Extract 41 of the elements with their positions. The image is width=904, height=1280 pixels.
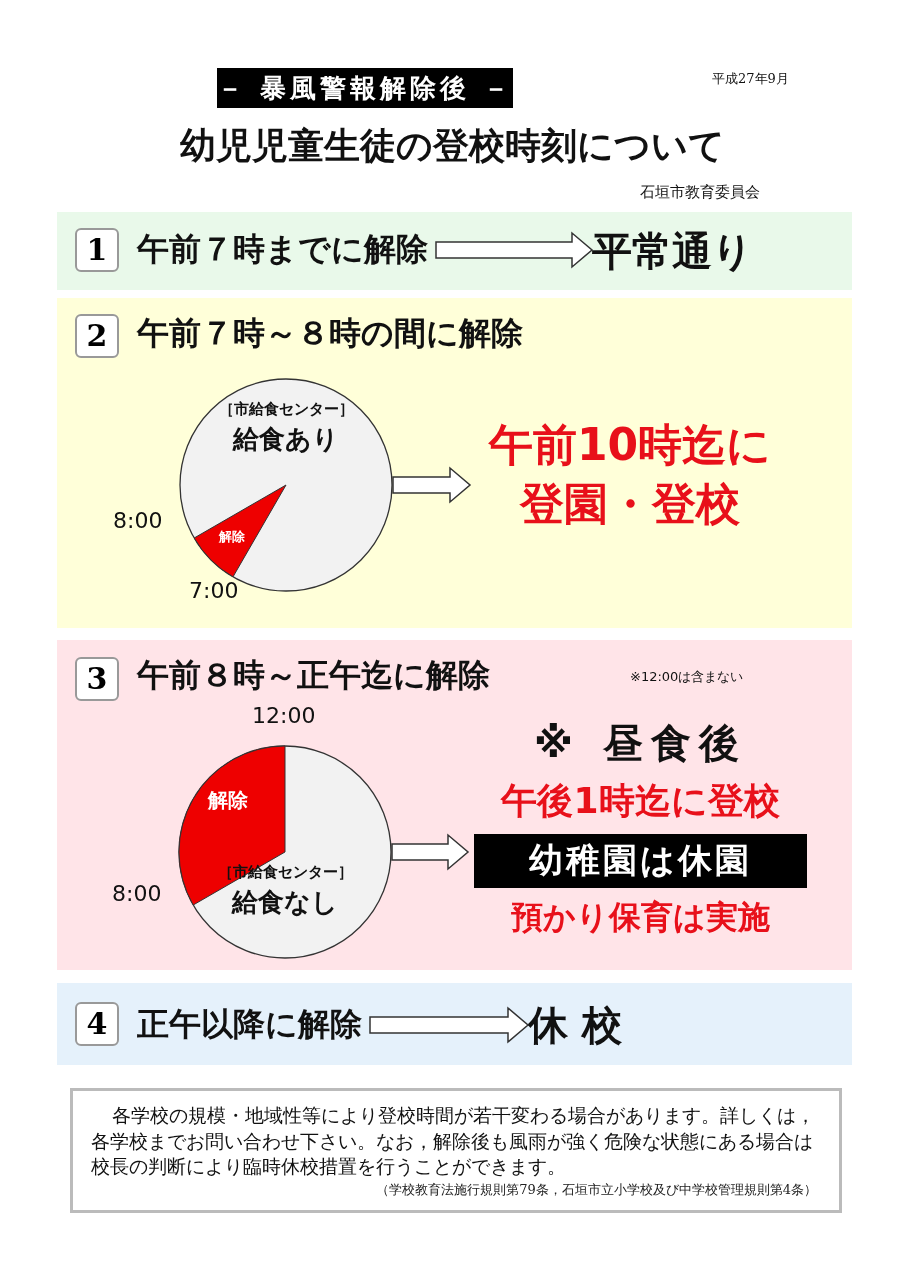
- arrow: [391, 833, 470, 871]
- date-text: 平成27年9月: [712, 70, 789, 88]
- outcome-text: 平常通り: [592, 224, 753, 279]
- footnote-text: ※12:00は含まない: [630, 668, 744, 686]
- outcome-text: 午後1時迄に登校: [499, 779, 781, 823]
- time-label: 8:00: [113, 508, 163, 533]
- note-box: [70, 1088, 842, 1213]
- time-label: 8:00: [112, 881, 162, 906]
- pie-label: 給食あり: [231, 423, 340, 456]
- number-badge: 4: [75, 1002, 119, 1046]
- note-heading: ※ 昼食後: [533, 719, 748, 768]
- outcome-text: 休 校: [528, 998, 622, 1053]
- arrow: [435, 231, 594, 269]
- section-band: [57, 983, 852, 1065]
- closure-notice: 幼稚園は休園: [474, 834, 807, 888]
- citation-text: （学校教育法施行規則第79条，石垣市立小学校及び中学校管理規則第4条）: [376, 1181, 817, 1199]
- condition-text: 正午以降に解除: [137, 1003, 370, 1047]
- pie-label: 解除: [219, 528, 245, 546]
- arrow: [392, 466, 472, 504]
- arrow: [369, 1006, 530, 1044]
- time-label: 12:00: [252, 703, 316, 728]
- pie-label: 解除: [208, 787, 248, 814]
- pie-label: ［市給食センター］: [216, 863, 354, 882]
- number-badge: 2: [75, 314, 119, 358]
- issuer-text: 石垣市教育委員会: [640, 183, 760, 202]
- condition-text: 午前７時～８時の間に解除: [137, 312, 531, 356]
- outcome-text: 預かり保育は実施: [510, 897, 771, 938]
- note-paragraph: 各学校の規模・地域性等により登校時間が若干変わる場合があります。詳しくは，各学校までお問い合わせ下さい。なお，解除後も風雨が強く危険な状態にある場合は校長の判断により臨時休校措置を行うことができます。: [91, 1103, 816, 1180]
- condition-text: 午前７時までに解除: [137, 228, 436, 272]
- number-badge: 1: [75, 228, 119, 272]
- title: 幼児児童生徒の登校時刻について: [178, 124, 726, 168]
- section-band: [57, 640, 852, 970]
- condition-text: 午前８時～正午迄に解除: [137, 654, 498, 698]
- outcome-text: 午前10時迄に登園・登校: [487, 418, 773, 532]
- pie-label: 給食なし: [230, 886, 339, 919]
- heading-banner: － 暴風警報解除後 －: [217, 68, 514, 108]
- section-band: [57, 298, 852, 628]
- section-band: [57, 212, 852, 290]
- time-label: 7:00: [189, 578, 239, 603]
- number-badge: 3: [75, 657, 119, 701]
- pie-label: ［市給食センター］: [217, 400, 355, 419]
